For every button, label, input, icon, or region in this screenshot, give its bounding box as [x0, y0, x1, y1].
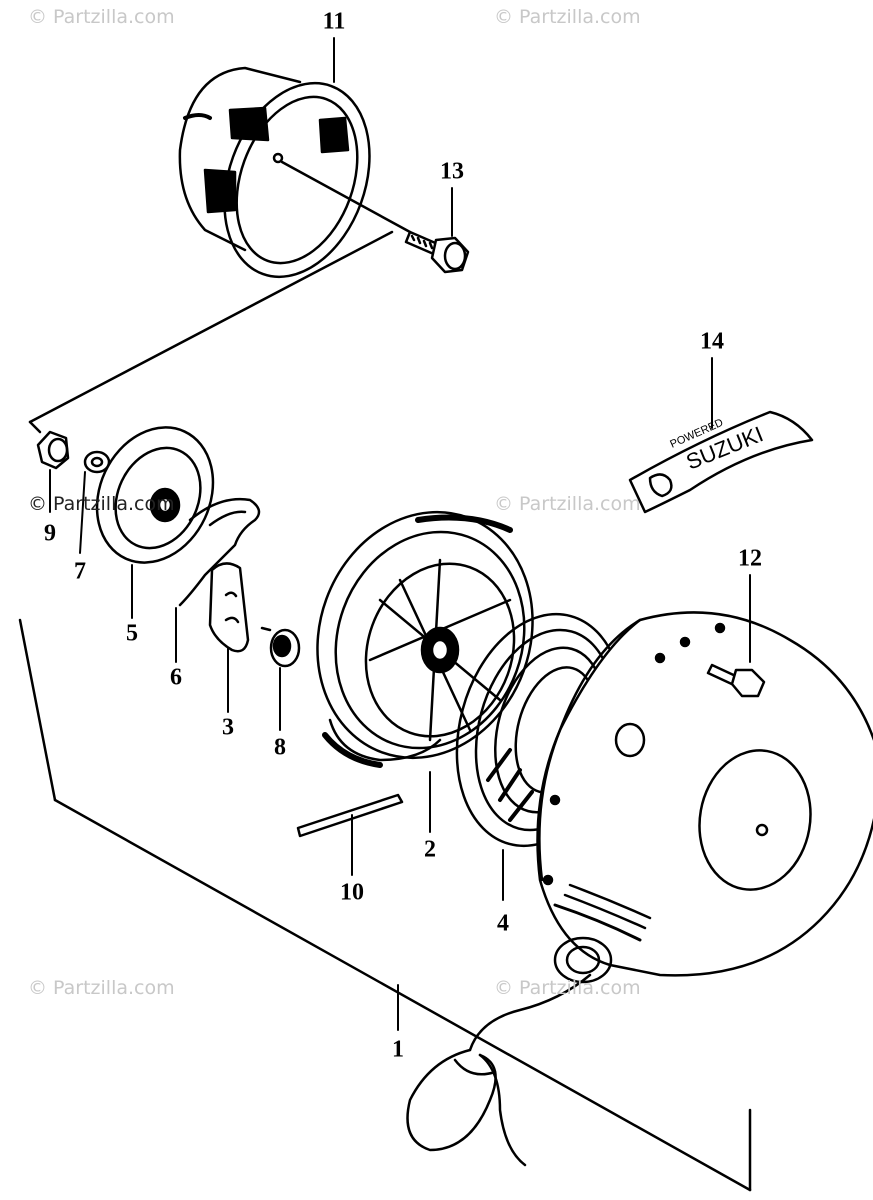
callout-9[interactable]: 9: [44, 520, 56, 547]
frame-lines: [18, 230, 752, 1192]
bolt-12: [706, 663, 766, 698]
callout-7[interactable]: 7: [74, 558, 86, 585]
callout-8[interactable]: 8: [274, 734, 286, 761]
callout-5[interactable]: 5: [126, 620, 138, 647]
callout-10[interactable]: 10: [340, 879, 364, 906]
callout-2[interactable]: 2: [424, 836, 436, 863]
watermark: © Partzilla.com: [28, 977, 175, 999]
callout-1[interactable]: 1: [392, 1036, 404, 1063]
starter-rope-handle: [406, 973, 592, 1167]
ratchet-pawl-3: [208, 562, 250, 653]
watermark: © Partzilla.com: [494, 977, 641, 999]
watermark: © Partzilla.com: [494, 493, 641, 515]
friction-plate-5: [95, 426, 215, 564]
reel-pulley-2: [316, 510, 534, 768]
callout-4[interactable]: 4: [497, 910, 509, 937]
callout-12[interactable]: 12: [738, 545, 762, 572]
leader-lines: [49, 37, 751, 1031]
watermark: © Partzilla.com: [494, 6, 641, 28]
callout-3[interactable]: 3: [222, 714, 234, 741]
callout-6[interactable]: 6: [170, 664, 182, 691]
pulley-cup: [178, 66, 412, 279]
callout-11[interactable]: 11: [322, 8, 346, 35]
bolt-13: [404, 230, 470, 274]
watermark: © Partzilla.com: [28, 6, 175, 28]
callout-13[interactable]: 13: [440, 158, 464, 185]
starter-housing-1: [536, 611, 873, 984]
suzuki-decal: SUZUKI POWERED: [628, 410, 814, 514]
spring-8: [260, 626, 301, 668]
callout-14[interactable]: 14: [700, 328, 724, 355]
rope-10: [296, 793, 404, 838]
spring-clip-6: [178, 498, 261, 607]
nut-9: [36, 430, 70, 470]
watermark: © Partzilla.com: [28, 493, 175, 515]
